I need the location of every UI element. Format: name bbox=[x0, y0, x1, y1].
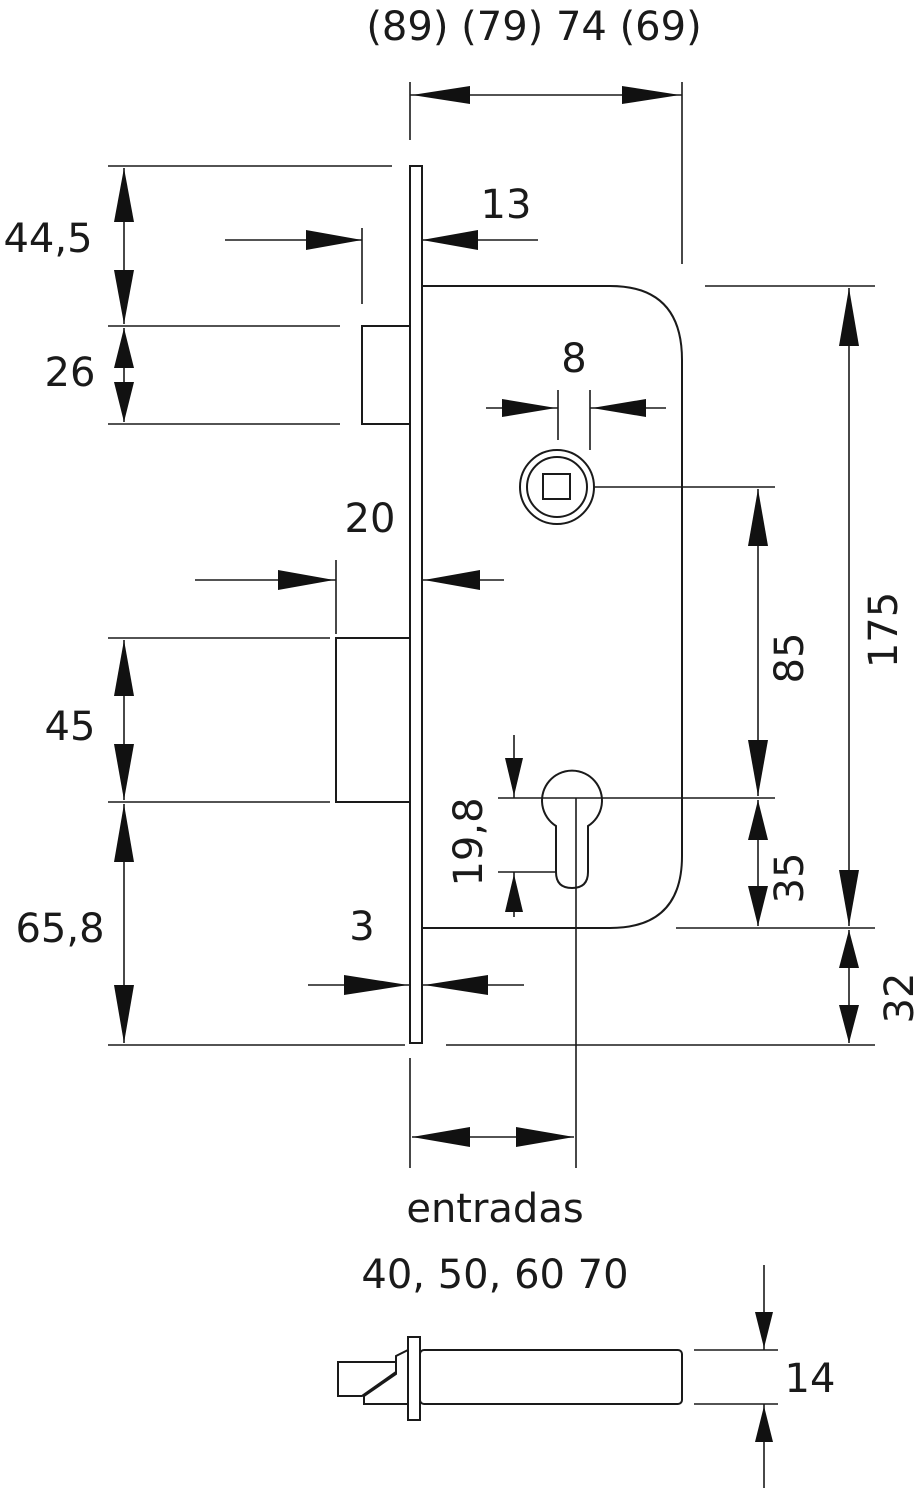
latch-nose bbox=[337, 1361, 397, 1397]
dim-14-label: 14 bbox=[785, 1356, 836, 1402]
cylinder-keyhole bbox=[541, 769, 603, 890]
follower-inner-ring bbox=[526, 456, 588, 518]
dim-45-label: 45 bbox=[45, 704, 96, 750]
extension-lines bbox=[108, 82, 875, 1168]
dim-3-label: 3 bbox=[349, 904, 374, 950]
follower-outer-ring bbox=[519, 449, 595, 525]
entradas-title: entradas bbox=[406, 1186, 583, 1232]
faceplate bbox=[409, 165, 423, 1044]
dim-65-8-label: 65,8 bbox=[15, 906, 104, 952]
dim-13-label: 13 bbox=[481, 182, 532, 228]
bolt-bar bbox=[419, 1349, 683, 1405]
dim-19-8-label: 19,8 bbox=[446, 797, 492, 886]
dim-32-label: 32 bbox=[877, 973, 922, 1024]
dim-20-label: 20 bbox=[345, 496, 396, 542]
dim-35-label: 35 bbox=[767, 853, 813, 904]
dim-26-label: 26 bbox=[45, 350, 96, 396]
dead-bolt bbox=[335, 637, 411, 803]
dim-175-label: 175 bbox=[861, 592, 907, 668]
latch-bevel bbox=[363, 1348, 409, 1405]
lock-case bbox=[422, 285, 683, 929]
backset-series-label: (89) (79) 74 (69) bbox=[366, 4, 701, 50]
dim-8-label: 8 bbox=[561, 336, 586, 382]
follower-square-hole bbox=[542, 473, 571, 500]
latch-bolt bbox=[361, 325, 411, 425]
bolt-side-view bbox=[337, 1265, 778, 1488]
entradas-values: 40, 50, 60 70 bbox=[361, 1252, 628, 1298]
dimension-arrows bbox=[114, 86, 859, 1147]
side-faceplate bbox=[407, 1336, 421, 1421]
dim-44-5-label: 44,5 bbox=[3, 216, 92, 262]
dim-85-label: 85 bbox=[767, 633, 813, 684]
